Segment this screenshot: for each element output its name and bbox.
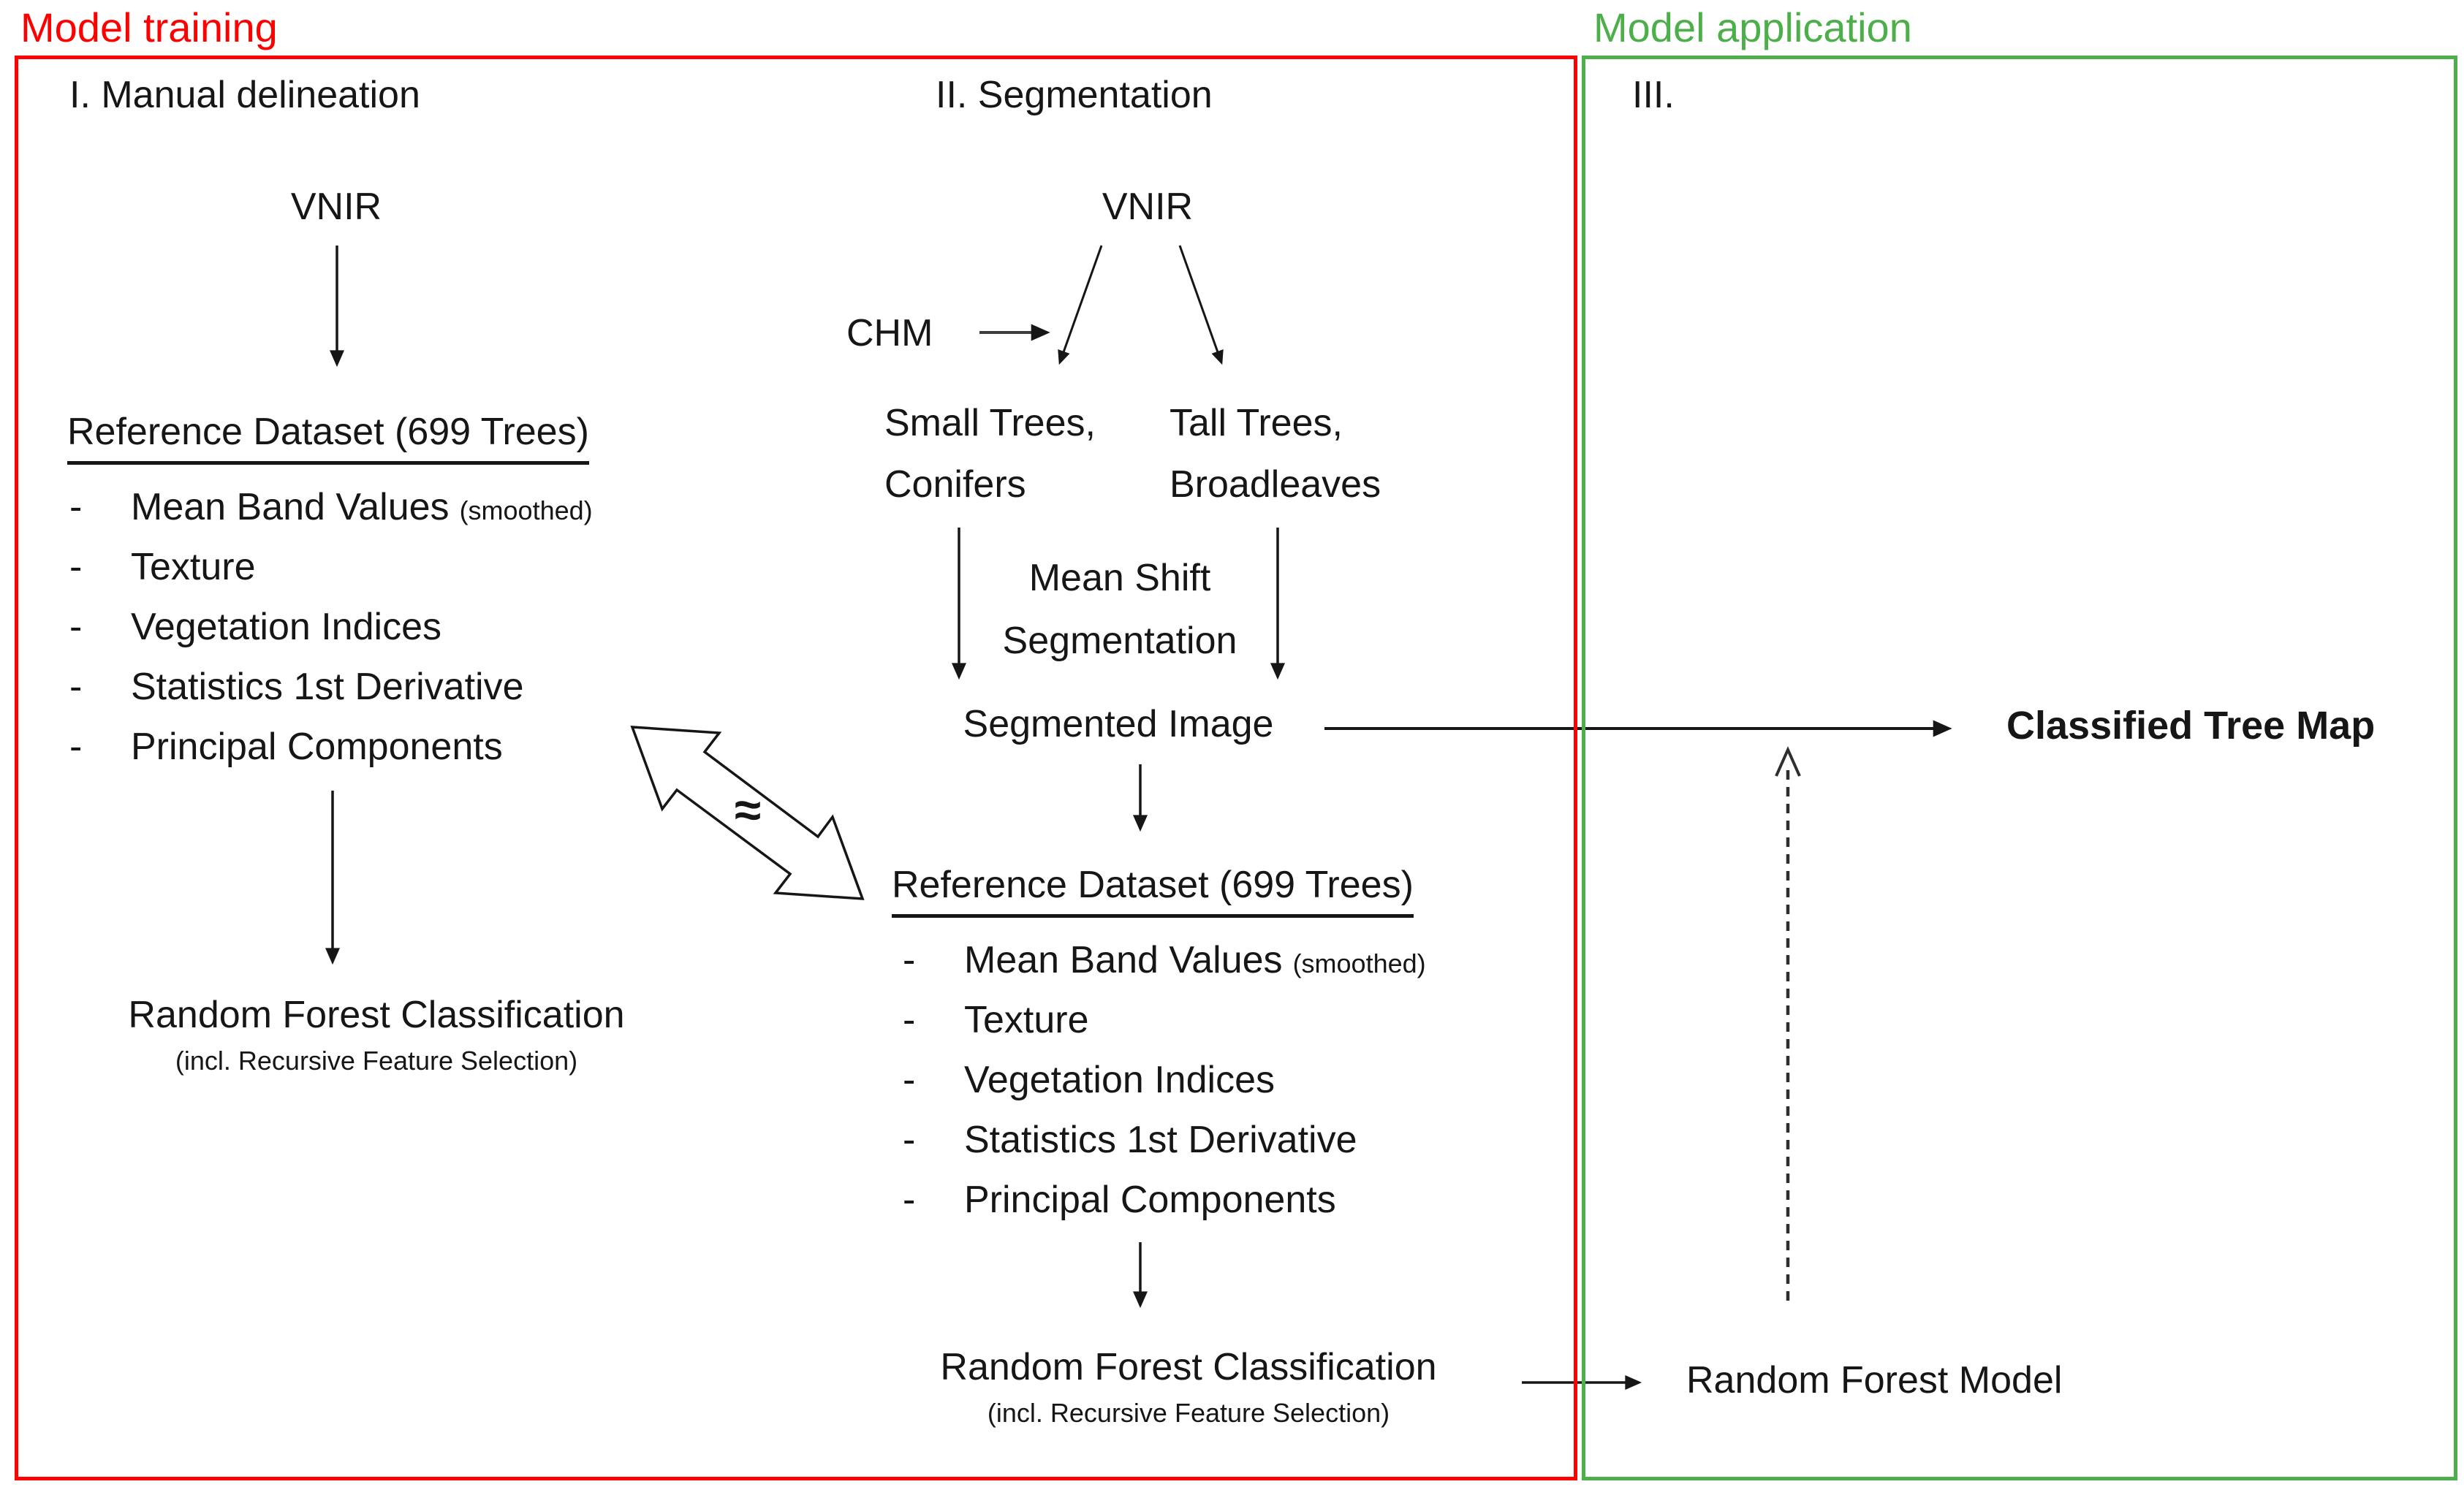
bullet-dash: - [69,486,83,528]
section-title-manual-delineation: I. Manual delineation [69,74,420,116]
feature-label: Principal Components [964,1179,1336,1221]
small-trees-label: Small Trees, [884,402,1096,444]
mean-shift-segmentation-label: Mean Shift Segmentation [974,547,1266,672]
feature-label: Statistics 1st Derivative [964,1119,1357,1161]
classifier-title: Random Forest Classification [940,1346,1437,1388]
list-item: - Statistics 1st Derivative [903,1118,1426,1178]
bullet-dash: - [903,1119,916,1161]
feature-suffix: (smoothed) [1292,948,1426,978]
bullet-dash: - [903,999,916,1041]
conifers-label: Conifers [884,463,1026,506]
bullet-dash: - [903,1179,916,1221]
tall-trees-label: Tall Trees, [1170,402,1343,444]
list-item: - Texture [69,545,593,605]
list-item: - Principal Components [903,1178,1426,1238]
section-title-segmentation: II. Segmentation [936,74,1213,116]
feature-list-segmentation: - Mean Band Values (smoothed) - Texture … [903,938,1426,1238]
list-item: - Vegetation Indices [903,1058,1426,1118]
model-training-label: Model training [20,4,278,50]
vnir-node-manual: VNIR [290,186,382,228]
bullet-dash: - [69,666,83,708]
feature-label: Vegetation Indices [131,606,441,648]
feature-label: Principal Components [131,726,503,768]
list-item: - Mean Band Values (smoothed) [903,938,1426,998]
model-application-label: Model application [1593,4,1912,50]
list-item: - Mean Band Values (smoothed) [69,485,593,545]
section-title-application: III. [1632,74,1675,116]
feature-label: Mean Band Values [964,939,1283,981]
list-item: - Statistics 1st Derivative [69,665,593,725]
list-item: - Vegetation Indices [69,605,593,665]
bullet-dash: - [69,606,83,648]
equivalence-symbol: ≈ [734,783,762,837]
broadleaves-label: Broadleaves [1170,463,1381,506]
mean-shift-line1: Mean Shift [1028,557,1211,599]
mean-shift-line2: Segmentation [1002,620,1237,662]
feature-label: Vegetation Indices [964,1059,1275,1101]
feature-label: Mean Band Values [131,486,450,528]
list-item: - Texture [903,998,1426,1058]
bullet-dash: - [69,546,83,588]
classifier-note: (incl. Recursive Feature Selection) [175,1046,578,1076]
model-training-box [15,56,1577,1480]
classifier-note: (incl. Recursive Feature Selection) [987,1398,1390,1428]
chm-node: CHM [846,312,933,354]
feature-label: Texture [131,546,256,588]
random-forest-classification-segmentation: Random Forest Classification (incl. Recu… [860,1345,1517,1429]
reference-dataset-manual: Reference Dataset (699 Trees) [67,409,589,465]
reference-dataset-segmentation-title: Reference Dataset (699 Trees) [892,862,1414,918]
random-forest-classification-manual: Random Forest Classification (incl. Recu… [48,992,705,1077]
feature-list-manual: - Mean Band Values (smoothed) - Texture … [69,485,593,785]
classifier-title: Random Forest Classification [128,994,625,1036]
reference-dataset-segmentation: Reference Dataset (699 Trees) [892,862,1414,918]
vnir-node-segmentation: VNIR [1102,186,1194,228]
model-application-box [1582,56,2457,1480]
list-item: - Principal Components [69,725,593,785]
segmented-image-node: Segmented Image [963,703,1274,745]
random-forest-model-node: Random Forest Model [1686,1359,2063,1402]
feature-label: Texture [964,999,1089,1041]
classified-tree-map-node: Classified Tree Map [2006,704,2376,748]
bullet-dash: - [903,1059,916,1101]
feature-suffix: (smoothed) [459,495,593,525]
bullet-dash: - [69,726,83,768]
bullet-dash: - [903,939,916,981]
reference-dataset-manual-title: Reference Dataset (699 Trees) [67,409,589,465]
feature-label: Statistics 1st Derivative [131,666,524,708]
